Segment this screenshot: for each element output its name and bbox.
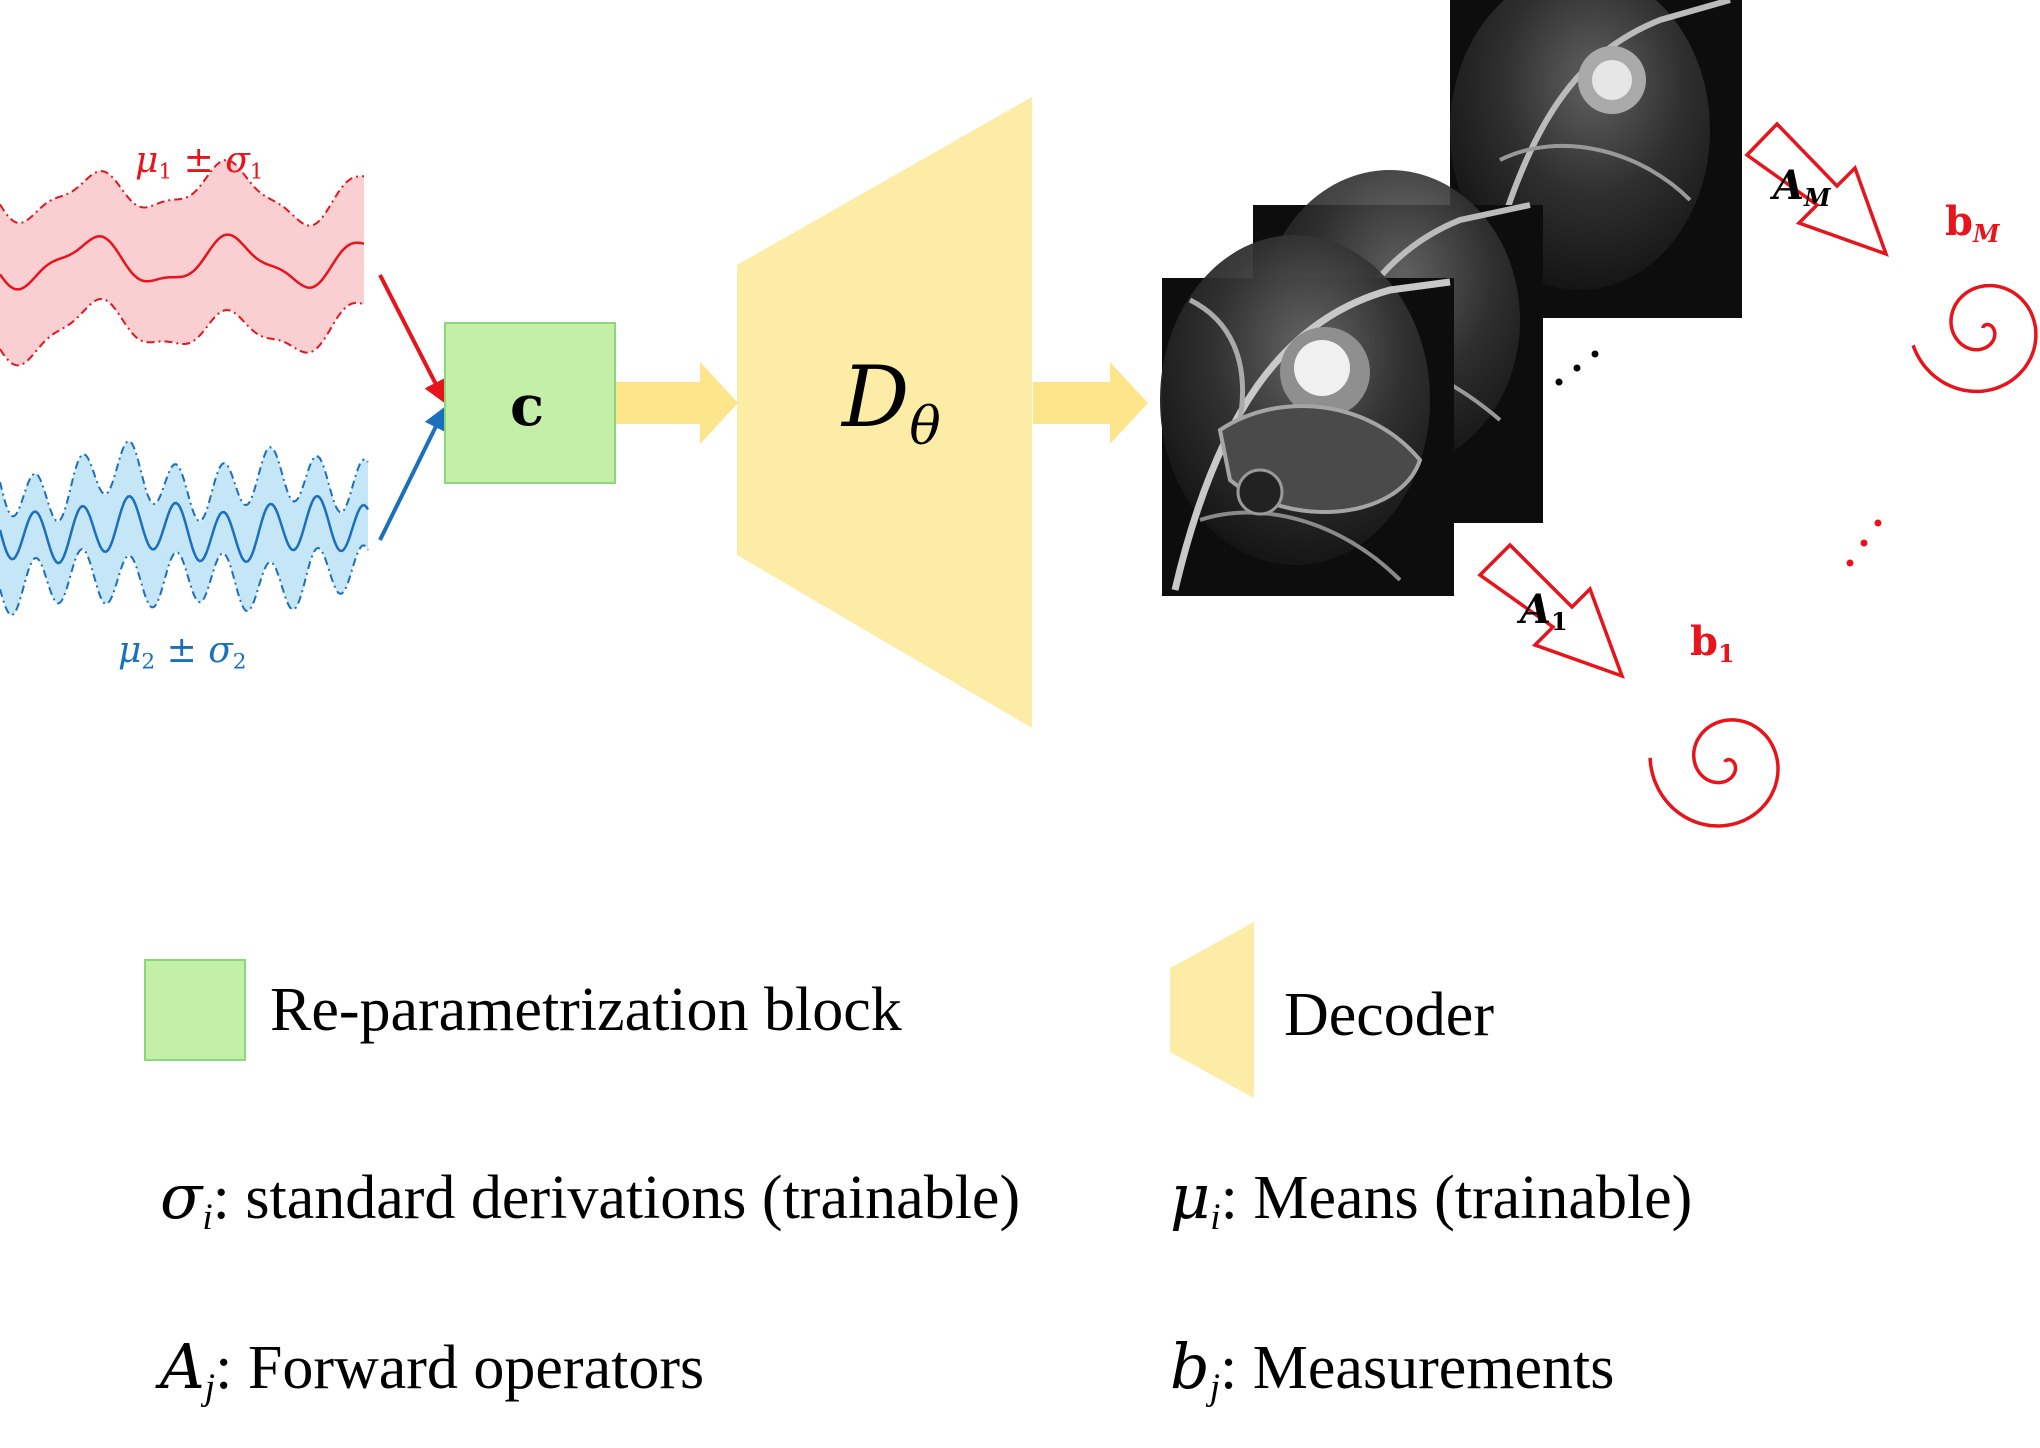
legend-sigma-symbol: σ [160,1160,203,1233]
measurement-label-m: bM [1945,198,2000,248]
measurement-spiral-m [1911,283,2038,394]
blue-input-arrow [378,405,447,541]
operator-m-symbol: A [1773,162,1805,209]
legend-a-text: : Forward operators [215,1334,705,1402]
measurement-m-subscript: M [1972,219,2000,249]
mri-image-stack [1160,0,1742,596]
legend-mu-symbol: μ [1170,1160,1211,1233]
blue-pm-sign: ± [155,630,209,671]
measurement-spiral-1 [1648,718,1780,828]
blue-signal-lower-bound [0,544,369,617]
decoder-to-images-arrow [1033,362,1148,444]
blue-signal-band [0,441,368,616]
measurement-ellipsis [1846,519,1882,567]
reparam-block [444,322,616,484]
red-signal-label: μ1 ± σ1 [135,140,264,184]
red-signal-lower-bound [0,297,365,367]
legend-mu-desc: μi: Means (trainable) [1170,1160,1692,1239]
red-signal-mean-line [0,233,365,291]
measurement-label-1: b1 [1690,618,1735,668]
operator-1-symbol: A [1520,586,1552,633]
legend-b-text: : Measurements [1220,1334,1615,1402]
red-pm-sign: ± [172,140,226,181]
blue-signal-mean-line [0,494,370,565]
red-mu-symbol: μ [135,140,159,181]
blue-sigma-subscript: 2 [232,649,247,675]
red-sigma-symbol: σ [225,140,250,181]
legend-a-subscript: j [204,1367,216,1409]
red-input-arrow [378,274,447,405]
legend-b-desc: bj: Measurements [1170,1330,1614,1409]
red-mu-subscript: 1 [158,159,173,185]
blue-sigma-symbol: σ [208,630,233,671]
legend-reparam-text: Re-parametrization block [270,976,902,1044]
measurement-1-symbol: b [1690,618,1718,665]
decoder-subscript: θ [909,397,941,458]
operator-label-m: AM [1773,162,1831,212]
block-to-decoder-arrow [616,362,738,444]
blue-mu-subscript: 2 [141,649,156,675]
legend-sigma-text: : standard derivations (trainable) [212,1164,1021,1232]
blue-signal [0,440,370,617]
legend-decoder-text: Decoder [1284,981,1494,1049]
legend-mu-text: : Means (trainable) [1220,1164,1693,1232]
legend-reparam-swatch [144,959,246,1061]
legend-sigma-desc: σi: standard derivations (trainable) [160,1160,1020,1239]
forward-operator-arrow-1 [1477,542,1625,679]
decoder-symbol: D [842,348,910,446]
operator-label-1: A1 [1520,586,1568,636]
legend-b-subscript: j [1209,1367,1221,1409]
measurement-m-symbol: b [1945,198,1973,245]
red-signal [0,158,365,367]
image-stack-ellipsis [1555,350,1599,386]
blue-signal-upper-bound [0,440,369,523]
legend-sigma-subscript: i [202,1197,213,1239]
mri-frame-front [1160,235,1454,596]
measurement-1-subscript: 1 [1717,639,1735,669]
decoder-label: Dθ [842,348,941,457]
red-sigma-subscript: 1 [249,159,264,185]
red-signal-band [0,160,364,366]
blue-signal-label: μ2 ± σ2 [118,630,247,674]
legend-a-symbol: A [160,1330,205,1403]
decoder-shape [737,97,1032,728]
reparam-block-label: c [510,373,544,439]
legend-mu-subscript: i [1210,1197,1221,1239]
legend-b-symbol: b [1170,1330,1210,1403]
legend-a-desc: Aj: Forward operators [160,1330,704,1409]
operator-m-subscript: M [1804,183,1831,213]
operator-1-subscript: 1 [1551,607,1568,637]
legend-decoder-swatch [1170,922,1254,1098]
blue-mu-symbol: μ [118,630,142,671]
red-signal-upper-bound [0,158,365,227]
forward-operator-arrow-m [1744,121,1889,257]
